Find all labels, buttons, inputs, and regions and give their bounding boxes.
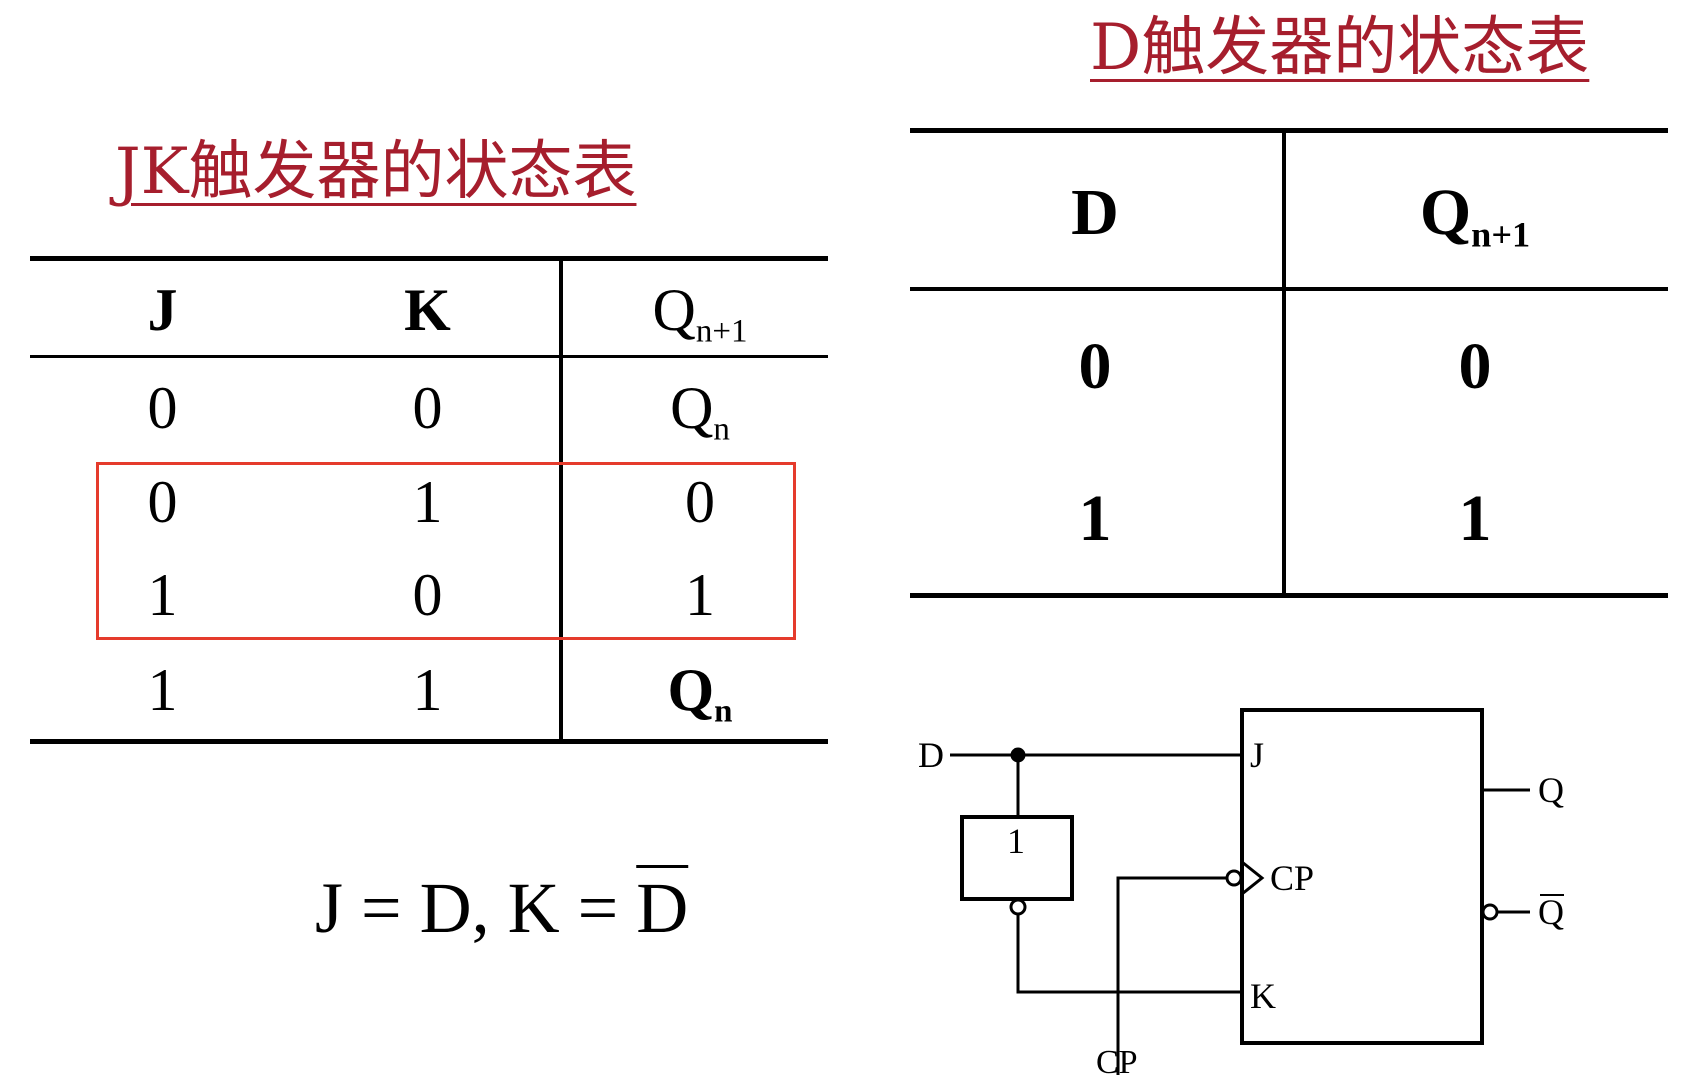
jk-row-0-k: 0 <box>412 375 443 441</box>
jk-row-2-k: 0 <box>412 562 443 628</box>
d-row-1-d: 1 <box>1078 482 1112 555</box>
jk-header-q: Q <box>652 277 696 343</box>
jk-table-title: JK触发器的状态表 <box>115 135 637 209</box>
pin-k-label: K <box>1250 976 1276 1016</box>
jk-to-d-circuit-diagram: D 1 J CP K Q Q <box>918 708 1564 1075</box>
jk-row-3-q-main: Q <box>667 657 715 723</box>
jk-header-k: K <box>404 277 451 343</box>
input-d-label: D <box>918 735 944 775</box>
d-bottom-rule <box>910 593 1668 598</box>
jk-row-2-j: 1 <box>147 562 178 628</box>
jk-header-rule <box>30 355 828 358</box>
jk-bottom-rule <box>30 739 828 744</box>
highlight-box <box>96 462 796 640</box>
d-header-q: Q <box>1419 176 1472 249</box>
jk-header-q-sub: n+1 <box>695 313 748 350</box>
output-q-label: Q <box>1538 770 1564 810</box>
conversion-formula: J = D, K = D <box>315 872 688 944</box>
d-top-rule <box>910 128 1668 133</box>
formula-d-bar: D <box>636 868 689 948</box>
pin-cp-label: CP <box>1270 858 1314 898</box>
d-row-0-q: 0 <box>1458 330 1492 403</box>
output-qbar-label: Q <box>1538 892 1564 932</box>
jk-row-1-k: 1 <box>412 469 443 535</box>
d-header-d: D <box>1071 176 1119 249</box>
not-gate-label: 1 <box>1007 821 1025 861</box>
d-row-0-d: 0 <box>1078 330 1112 403</box>
d-table-title: D触发器的状态表 <box>1090 11 1590 85</box>
jk-row-1-q: 0 <box>685 469 715 535</box>
d-header-qn1: Qn+1 <box>1380 180 1570 253</box>
jk-row-0-j: 0 <box>147 375 178 441</box>
jk-row-3-q-sub: n <box>714 693 733 730</box>
cp-input-label: CP <box>1096 1044 1138 1081</box>
jk-row-3-k: 1 <box>412 657 443 723</box>
cp-inversion-bubble <box>1225 869 1243 887</box>
jk-header-qn1: Qn+1 <box>600 280 800 349</box>
pin-j-label: J <box>1250 735 1264 775</box>
cp-wire <box>1116 876 1226 1075</box>
jk-row-1-j: 0 <box>147 469 178 535</box>
jk-row-0-q-sub: n <box>713 411 730 448</box>
clock-triangle <box>1241 860 1265 896</box>
d-header-q-sub: n+1 <box>1471 214 1531 255</box>
formula-main: J = D, K = <box>315 868 637 948</box>
jk-row-2-q: 1 <box>685 562 715 628</box>
jk-row-0-q-main: Q <box>670 375 714 441</box>
not-to-k-wire <box>1016 914 1242 994</box>
d-row-1-q: 1 <box>1458 482 1492 555</box>
jk-column-divider <box>559 256 563 744</box>
qbar-bubble <box>1481 903 1499 921</box>
d-column-divider <box>1282 128 1286 598</box>
d-header-rule <box>910 287 1668 291</box>
jk-row-3-q: Qn <box>610 660 790 729</box>
jk-header-j: J <box>147 277 178 343</box>
jk-top-rule <box>30 256 828 261</box>
jk-row-0-q: Qn <box>610 378 790 447</box>
not-gate-bubble <box>1009 898 1027 916</box>
jk-row-3-j: 1 <box>147 657 178 723</box>
